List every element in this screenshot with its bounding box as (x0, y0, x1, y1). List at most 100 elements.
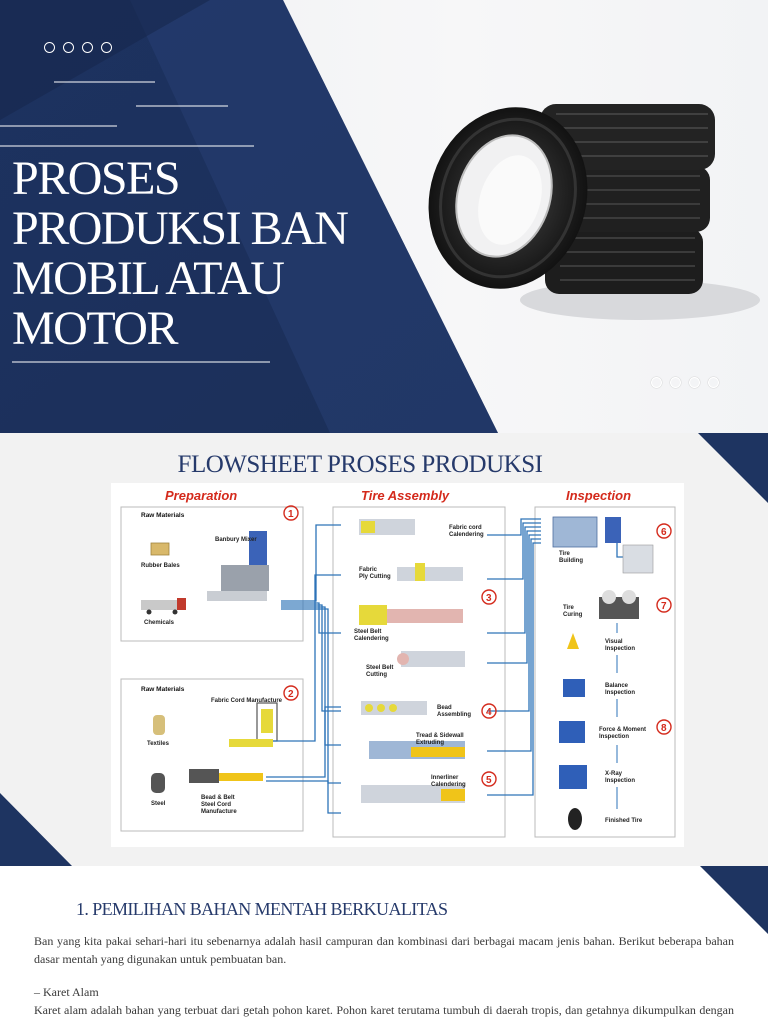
flowsheet-slide: FLOWSHEET PROSES PRODUKSI Preparation Ti… (0, 433, 768, 866)
column-header-tire-assembly: Tire Assembly (361, 488, 450, 503)
process-label: Calendering (449, 532, 484, 538)
process-label: Ply Cutting (359, 574, 391, 580)
process-label: Fabric cord (449, 525, 482, 531)
step-number-1: 1 (288, 509, 294, 520)
circle-icon (670, 377, 681, 388)
raw-materials-label: Raw Materials (141, 512, 185, 519)
process-label: Calendering (431, 782, 466, 788)
decorative-circles (44, 42, 112, 53)
paragraph-karet-alam: Karet alam adalah bahan yang terbuat dar… (34, 1003, 734, 1024)
preparation-box-2 (120, 678, 304, 832)
process-label: Assembling (437, 712, 471, 718)
steel-cord-icon (189, 769, 219, 783)
process-label: Inspection (599, 734, 629, 740)
hero-slide: PROSES PRODUKSI BAN MOBIL ATAU MOTOR (0, 0, 768, 433)
hero-title: PROSES PRODUKSI BAN MOBIL ATAU MOTOR (12, 152, 349, 355)
circle-icon (44, 42, 55, 53)
hero-background (0, 0, 760, 433)
process-label: Fabric Cord Manufacture (211, 698, 283, 704)
process-label: Innerliner (431, 775, 459, 781)
finished-tire-icon (568, 808, 582, 830)
hero-title-line: PROSES (12, 152, 181, 205)
process-label: Finished Tire (605, 818, 643, 824)
balance-inspection-icon (563, 679, 585, 697)
force-moment-inspection-icon (559, 721, 585, 743)
process-label: Extruding (416, 740, 444, 746)
step-number-4: 4 (486, 707, 492, 718)
hero-title-line: MOTOR (12, 302, 178, 355)
process-label: Visual (605, 639, 623, 645)
circle-icon (651, 377, 662, 388)
machine-icon (397, 567, 463, 581)
process-label: Tire (563, 605, 575, 611)
step-number-7: 7 (661, 601, 667, 612)
visual-inspection-icon (567, 633, 579, 649)
textiles-icon (153, 715, 165, 735)
hero-title-line: PRODUKSI BAN (12, 202, 349, 255)
process-label: Curing (563, 612, 583, 618)
process-label: Bead & Belt (201, 795, 235, 801)
process-label: Steel Cord (201, 802, 231, 808)
material-label: Textiles (147, 741, 170, 747)
circle-icon (82, 42, 93, 53)
process-label: Balance (605, 683, 629, 689)
circle-icon (689, 377, 700, 388)
material-label: Steel (151, 801, 166, 807)
process-label: Inspection (605, 778, 635, 784)
process-label: X-Ray (605, 771, 623, 777)
material-label: Rubber Bales (141, 563, 180, 569)
circle-icon (708, 377, 719, 388)
preparation-box-1 (120, 506, 304, 642)
text-slide: 1. PEMILIHAN BAHAN MENTAH BERKUALITAS Ba… (0, 866, 768, 1024)
bullet-karet-alam: – Karet Alam (34, 985, 99, 999)
chemicals-truck-icon (141, 600, 181, 610)
tire-building-machine-icon (552, 516, 598, 548)
step-number-2: 2 (288, 689, 294, 700)
paragraph-intro: Ban yang kita pakai sehari-hari itu sebe… (34, 934, 734, 966)
circle-icon (101, 42, 112, 53)
column-header-preparation: Preparation (165, 488, 237, 503)
step-number-3: 3 (486, 593, 492, 604)
steel-icon (151, 773, 165, 793)
banbury-mixer-icon (249, 531, 267, 571)
section-heading: 1. PEMILIHAN BAHAN MENTAH BERKUALITAS (76, 899, 448, 919)
machine-icon (359, 605, 387, 625)
production-flow-diagram: Preparation Tire Assembly Inspection Raw… (111, 483, 684, 847)
process-label: Force & Moment (599, 727, 646, 733)
process-label: Bead (437, 705, 452, 711)
xray-inspection-icon (559, 765, 587, 789)
flow-arrows (266, 518, 631, 814)
process-label: Tire (559, 551, 571, 557)
machine-icon (401, 651, 465, 667)
process-label: Steel Belt (366, 665, 393, 671)
process-label: Building (559, 558, 583, 564)
flowsheet-background (0, 433, 768, 866)
decorative-circles-small (651, 377, 719, 388)
step-number-6: 6 (661, 527, 667, 538)
process-label: Inspection (605, 690, 635, 696)
raw-materials-label: Raw Materials (141, 686, 185, 693)
hero-title-line: MOBIL ATAU (12, 252, 285, 305)
assembly-box (332, 506, 506, 838)
process-label: Calendering (354, 636, 389, 642)
process-label: Cutting (366, 672, 387, 678)
assembly-steps: Fabric cord Calendering Fabric Ply Cutti… (354, 519, 497, 803)
column-header-inspection: Inspection (566, 488, 631, 503)
rubber-bales-icon (150, 542, 170, 556)
material-label: Chemicals (144, 620, 175, 626)
tire-stack-image (428, 104, 760, 320)
process-label: Manufacture (201, 809, 237, 815)
inspection-steps: Tire Building Tire Curing Visual Inspect… (552, 516, 672, 830)
text-slide-background (700, 866, 768, 934)
process-label: Banbury Mixer (215, 537, 257, 543)
process-label: Steel Belt (354, 629, 381, 635)
process-label: Inspection (605, 646, 635, 652)
flowsheet-heading: FLOWSHEET PROSES PRODUKSI (177, 451, 543, 478)
inspection-box (534, 506, 676, 838)
machine-icon (361, 785, 465, 803)
step-number-8: 8 (661, 723, 667, 734)
circle-icon (63, 42, 74, 53)
step-number-5: 5 (486, 775, 492, 786)
process-label: Fabric (359, 567, 378, 573)
process-label: Tread & Sidewall (416, 733, 464, 739)
